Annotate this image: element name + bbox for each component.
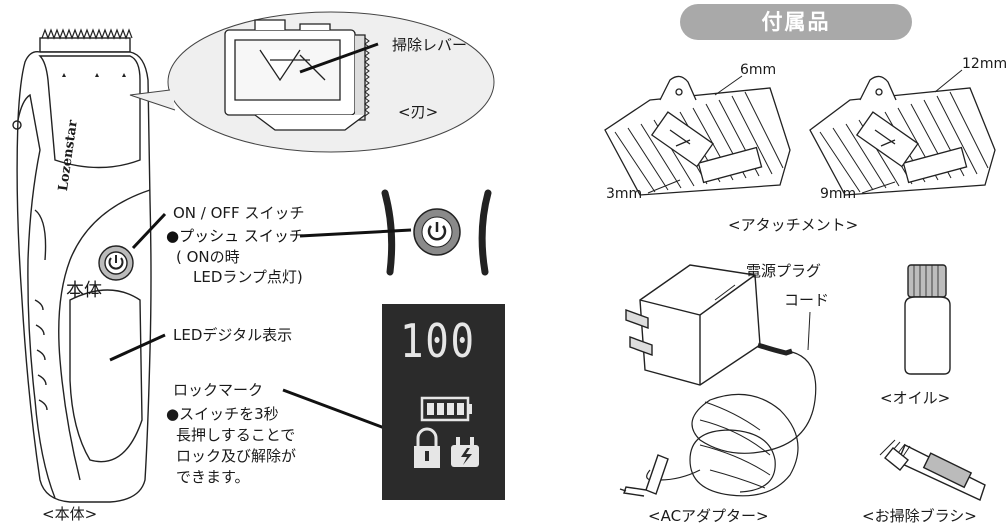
push-switch-note-line2: LEDランプ点灯) (193, 268, 303, 286)
attachment-size-12mm: 12mm (962, 56, 1007, 72)
brush-caption: <お掃除ブラシ> (862, 507, 977, 525)
lock-note-line2: 長押しすることで (176, 426, 296, 444)
led-display-label: LEDデジタル表示 (173, 326, 293, 344)
led-display-panel (382, 304, 505, 500)
lock-note-line1: ●スイッチを3秒 (166, 405, 279, 423)
attachment-comb-12mm (809, 75, 996, 196)
blade-caption: <刃> (398, 103, 439, 121)
blade-balloon (129, 11, 495, 153)
onoff-switch-label: ON / OFF スイッチ (173, 204, 305, 222)
clipper-illustration (12, 28, 152, 503)
attachment-size-6mm: 6mm (740, 62, 777, 78)
adapter-leaders (714, 284, 811, 351)
attachment-size-9mm: 9mm (820, 186, 857, 202)
cleaning-brush-illustration (879, 439, 986, 501)
cord-label: コード (784, 291, 830, 309)
body-caption: <本体> (42, 505, 98, 523)
oil-bottle-illustration (904, 264, 951, 375)
power-plug-label: 電源プラグ (746, 262, 822, 280)
main-unit-label: 本体 (66, 280, 102, 301)
attachment-caption: <アタッチメント> (728, 216, 859, 234)
oil-caption: <オイル> (880, 389, 951, 407)
push-switch-bullet: ●プッシュ スイッチ (166, 227, 304, 245)
adapter-caption: <ACアダプター> (648, 507, 769, 525)
lock-note-line4: できます。 (176, 468, 250, 486)
led-display-value: 100 (400, 314, 476, 368)
lock-mark-label: ロックマーク (173, 381, 264, 399)
lock-note-line3: ロック及び解除が (176, 447, 297, 465)
attachment-comb-6mm (604, 75, 791, 196)
ac-adapter-illustration (619, 264, 817, 497)
attachment-size-3mm: 3mm (606, 186, 643, 202)
attachment-size-leaders (647, 69, 963, 194)
blade-lever-label: 掃除レバー (392, 36, 468, 54)
push-switch-note-line1: ( ONの時 (176, 248, 240, 266)
switch-button-icon (413, 208, 461, 256)
accessories-title-pill: 付属品 (680, 4, 912, 40)
